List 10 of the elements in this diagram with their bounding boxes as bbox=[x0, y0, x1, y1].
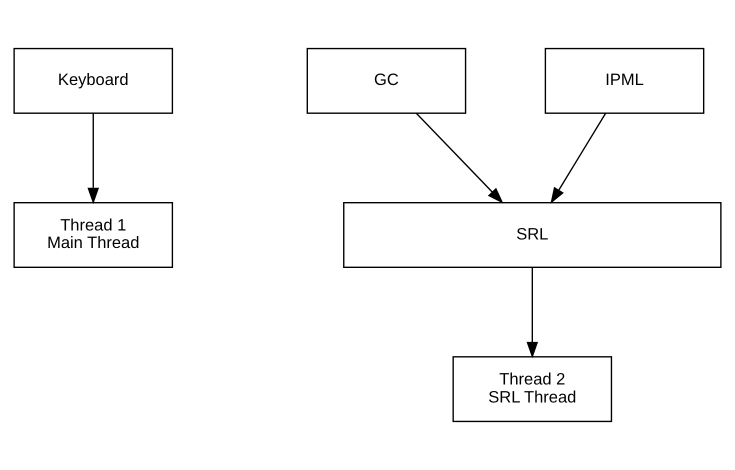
node-box: Thread 2 SRL Thread bbox=[452, 356, 612, 422]
node-box: SRL bbox=[343, 202, 722, 268]
arrow bbox=[526, 267, 538, 358]
node-box: Thread 1 Main Thread bbox=[13, 202, 174, 268]
node-box: Keyboard bbox=[13, 48, 174, 114]
node-box: GC bbox=[306, 48, 466, 114]
arrow bbox=[550, 112, 606, 204]
arrow bbox=[416, 112, 504, 204]
node-box: IPML bbox=[544, 48, 704, 114]
arrow bbox=[87, 113, 100, 204]
